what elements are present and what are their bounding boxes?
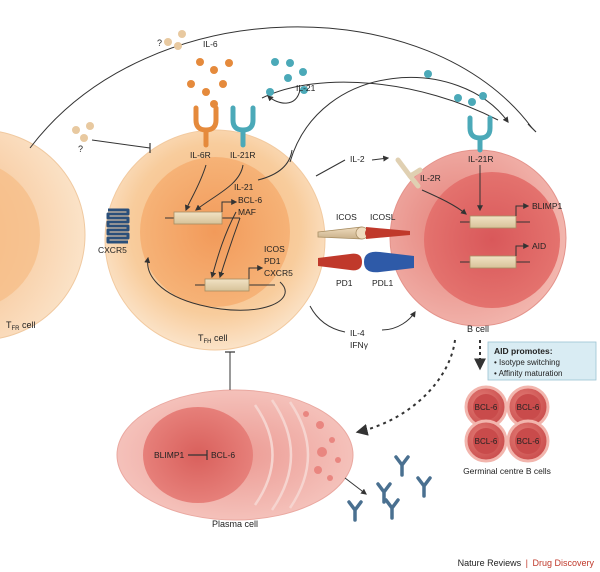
- il6-dots: [187, 58, 233, 108]
- il6-label: IL-6: [203, 39, 218, 49]
- unknown-dots-left: [72, 122, 94, 142]
- il2-line: [315, 159, 346, 177]
- journal-credit: Nature Reviews | Drug Discovery: [458, 558, 594, 568]
- aid-box-item-isotype: • Isotype switching: [494, 358, 560, 367]
- il21-dots-right: [424, 70, 487, 106]
- bcell-aid-label: AID: [532, 241, 546, 251]
- tfh-cell-label: TFH cell: [198, 333, 228, 345]
- tfh-cell: TFH cell: [104, 129, 326, 351]
- aid-promotes-box: AID promotes: • Isotype switching • Affi…: [487, 341, 597, 381]
- il21r-tfh-receptor: IL-21R: [230, 105, 256, 160]
- tfh-bcl6-label: BCL-6: [238, 195, 262, 205]
- il2r-receptor: IL-2R: [395, 157, 441, 189]
- bcell-gene-aid: AID: [460, 241, 546, 269]
- plasma-blimp1-label: BLIMP1: [154, 450, 185, 460]
- b-cell: B cell: [389, 149, 567, 334]
- tfh-il21-label: IL-21: [234, 182, 254, 192]
- tfh-gene-bcl6: [165, 199, 240, 225]
- il2-label: IL-2: [350, 154, 365, 164]
- il21-label-top: IL-21: [296, 83, 316, 93]
- unknown-signal-label-top: ?: [157, 38, 162, 48]
- aid-box-title: AID promotes:: [494, 346, 553, 356]
- b-cell-label: B cell: [467, 324, 489, 334]
- antibodies: [347, 455, 432, 522]
- cxcr5-receptor: CXCR5: [98, 208, 130, 255]
- tfh-pd1-label: PD1: [264, 256, 281, 266]
- il21r-bcell-label: IL-21R: [468, 154, 494, 164]
- icos-icosl-pair: ICOS ICOSL: [317, 212, 410, 240]
- tfr-cell: TFR cell: [0, 131, 86, 339]
- credit-journal: Nature Reviews: [457, 558, 522, 568]
- il2r-label: IL-2R: [420, 173, 441, 183]
- il4-label: IL-4: [350, 328, 365, 338]
- tfh-icos-label: ICOS: [264, 244, 285, 254]
- cxcr5-receptor-label: CXCR5: [98, 245, 127, 255]
- il4-arrow-line: [309, 305, 346, 333]
- il6r-receptor: IL-6R: [190, 105, 219, 160]
- bcell-blimp1-label: BLIMP1: [532, 201, 563, 211]
- gc-cell-4-label: BCL-6: [517, 437, 540, 446]
- tfh-signalling-arrows: [144, 149, 293, 311]
- unknown-dots-top: [164, 30, 186, 50]
- bcell-gene-blimp1: BLIMP1: [460, 201, 563, 229]
- ifng-label: IFNγ: [350, 340, 369, 350]
- pd1-pdl1-pair: PD1 PDL1: [318, 251, 414, 288]
- plasma-cell-label: Plasma cell: [212, 519, 258, 529]
- antibody-secretion-arrow: [344, 477, 367, 495]
- tfh-gene-icos-pd1: [195, 265, 275, 292]
- gc-cell-2-label: BCL-6: [517, 403, 540, 412]
- aid-box-item-affinity: • Affinity maturation: [494, 369, 562, 378]
- il21-binding-arrow: [267, 89, 301, 104]
- credit-section: Drug Discovery: [532, 558, 594, 568]
- plasma-bcl6-label: BCL-6: [211, 450, 235, 460]
- il21-dots-top: [266, 58, 308, 96]
- il21r-tfh-label: IL-21R: [230, 150, 256, 160]
- tfr-inhibition-line: [91, 139, 151, 149]
- germinal-centre-cells: BCL-6 BCL-6 BCL-6 BCL-6 Germinal centre …: [463, 385, 551, 476]
- plasma-cell: Plasma cell BLIMP1 BCL-6: [116, 389, 354, 529]
- tfh-cxcr5-label: CXCR5: [264, 268, 293, 278]
- plasma-differentiation-arrow: [355, 339, 456, 436]
- icosl-label: ICOSL: [370, 212, 396, 222]
- tfh-maf-label: MAF: [238, 207, 256, 217]
- il6r-label: IL-6R: [190, 150, 211, 160]
- pdl1-label: PDL1: [372, 278, 394, 288]
- unknown-signal-label-left: ?: [78, 144, 83, 154]
- il21r-bcell-receptor: IL-21R: [467, 115, 494, 164]
- icos-label: ICOS: [336, 212, 357, 222]
- gc-cell-1-label: BCL-6: [475, 403, 498, 412]
- pd1-label: PD1: [336, 278, 353, 288]
- germinal-centre-label: Germinal centre B cells: [463, 466, 551, 476]
- tfr-cell-label: TFR cell: [6, 320, 36, 332]
- gc-cell-3-label: BCL-6: [475, 437, 498, 446]
- credit-separator: |: [525, 558, 528, 568]
- il2r-signal-arrow: [421, 189, 467, 215]
